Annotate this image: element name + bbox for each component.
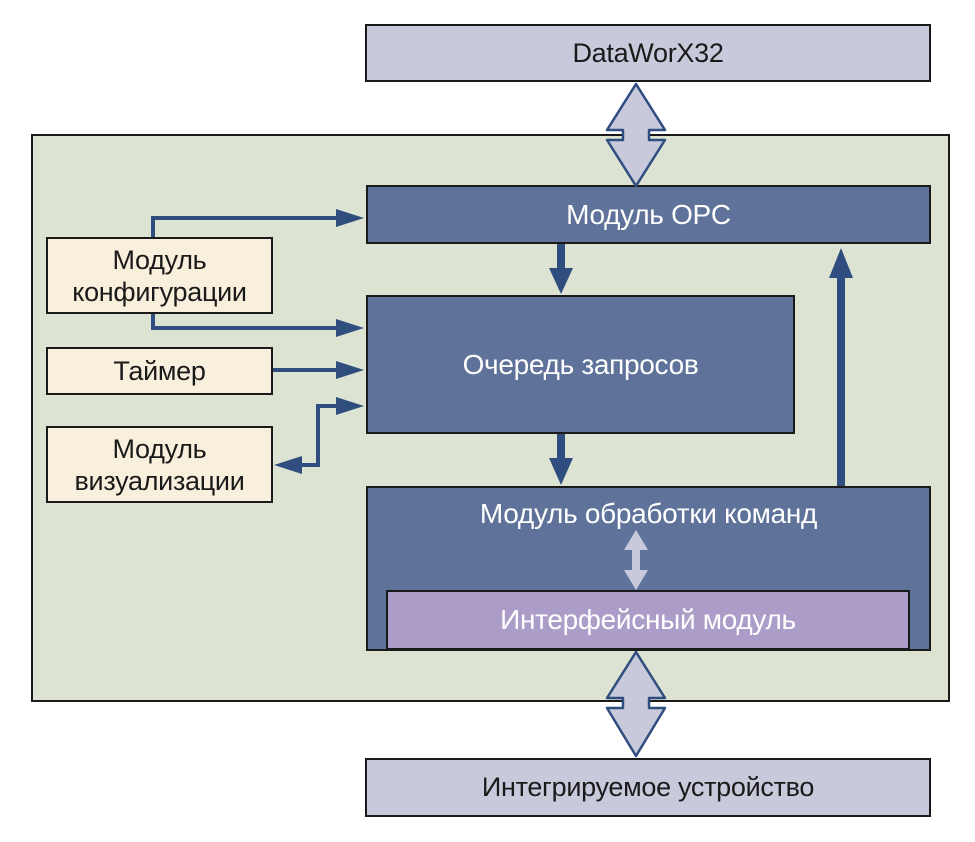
visualization-queue-arrow — [274, 397, 364, 474]
dataworx32-label: DataWorX32 — [572, 37, 724, 68]
config-to-opc-arrow — [151, 209, 364, 237]
config-module-label: Модуль конфигурации — [72, 244, 247, 307]
opc-module-label: Модуль OPC — [566, 198, 731, 230]
timer-label: Таймер — [113, 356, 206, 386]
command-interface-small-arrow — [624, 530, 648, 590]
interface-device-double-arrow — [605, 650, 667, 758]
command-to-opc-arrow — [829, 248, 853, 486]
interface-module-label: Интерфейсный модуль — [500, 604, 796, 635]
command-module-label: Модуль обработки команд — [479, 498, 818, 529]
opc-to-queue-arrow — [549, 244, 573, 294]
interface-module-block: Интерфейсный модуль — [386, 590, 910, 650]
timer-block: Таймер — [46, 347, 273, 395]
integrated-device-node: Интегрируемое устройство — [365, 758, 931, 817]
integrated-device-label: Интегрируемое устройство — [481, 772, 815, 802]
request-queue-label: Очередь запросов — [462, 348, 699, 380]
visualization-module-block: Модуль визуализации — [46, 426, 273, 503]
config-to-queue-arrow — [151, 314, 364, 337]
visualization-module-label: Модуль визуализации — [74, 433, 245, 496]
timer-to-queue-arrow — [273, 361, 364, 379]
queue-to-command-arrow — [549, 434, 573, 485]
dataworx32-node: DataWorX32 — [365, 24, 931, 82]
opc-module-block: Модуль OPC — [366, 185, 931, 244]
config-module-block: Модуль конфигурации — [46, 237, 273, 314]
dataworx-opc-double-arrow — [605, 82, 667, 188]
request-queue-block: Очередь запросов — [366, 295, 795, 434]
